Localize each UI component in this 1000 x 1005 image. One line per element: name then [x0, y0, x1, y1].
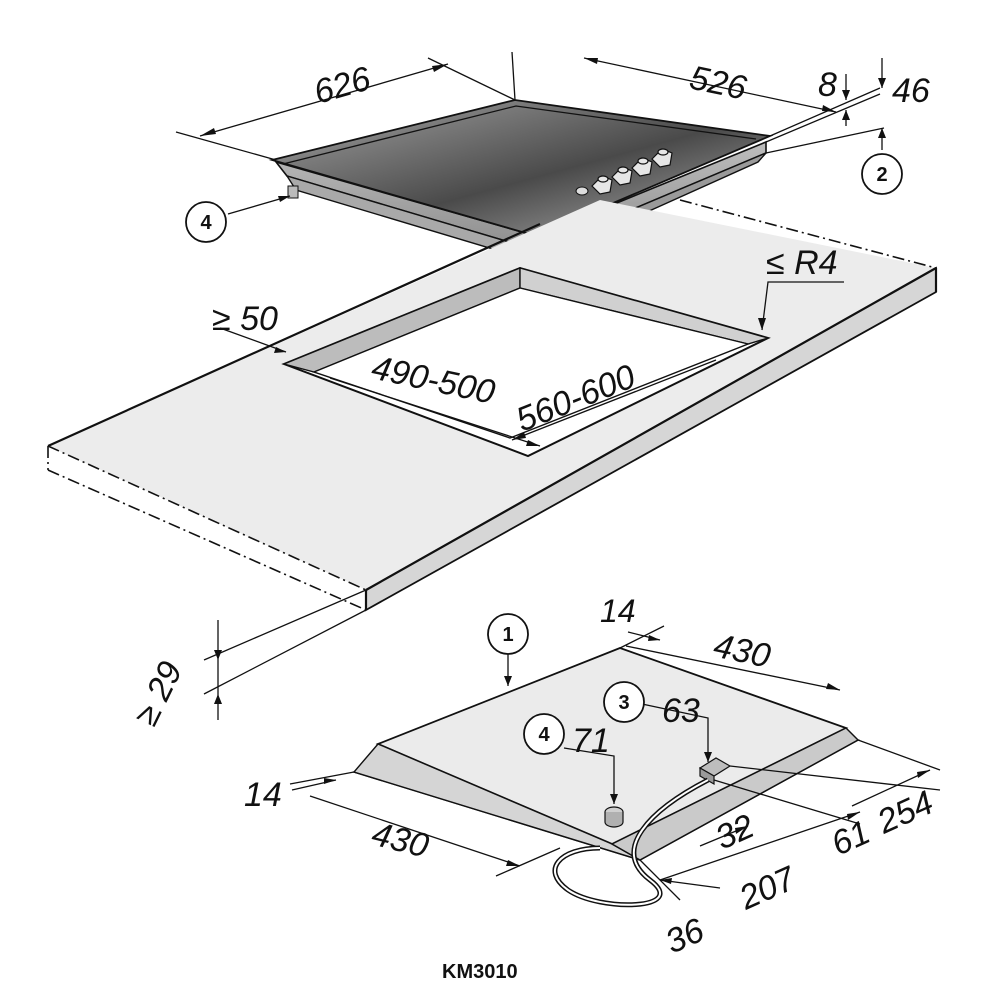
svg-text:4: 4: [538, 724, 550, 746]
worktop: [47, 199, 938, 612]
dim-min-edge-distance: ≥ 50: [212, 300, 278, 338]
dim-offset-front: 14: [244, 776, 282, 814]
dim-conn-3-distance: 63: [662, 692, 700, 730]
callout-1: 1: [487, 613, 529, 686]
dim-cutout-radius: ≤ R4: [766, 244, 838, 282]
control-knobs: [575, 148, 673, 196]
callout-2: 2: [861, 153, 903, 195]
dim-conn-4-distance: 71: [572, 722, 610, 760]
cutout-dimension-lines: [203, 281, 844, 720]
model-label: KM3010: [442, 961, 518, 983]
dim-glass-height: 8: [818, 66, 837, 104]
svg-text:2: 2: [876, 164, 887, 186]
hob-dimension-lines: [175, 51, 886, 215]
dim-front-36: 36: [660, 911, 710, 961]
callout-4-top: 4: [185, 201, 227, 243]
dim-offset-back: 14: [600, 593, 636, 629]
dim-overall-height: 46: [892, 72, 930, 110]
underside-dimension-lines: [289, 625, 941, 901]
dim-min-worktop-thickness: ≥ 29: [127, 656, 190, 732]
svg-text:1: 1: [502, 624, 513, 646]
dim-base-width-front: 430: [368, 815, 432, 866]
hob-underside-view: [351, 647, 860, 908]
callout-4-bottom: 4: [523, 713, 565, 755]
dim-right-207: 207: [733, 859, 802, 918]
dim-base-depth-back: 430: [710, 627, 773, 676]
svg-text:3: 3: [618, 692, 629, 714]
svg-text:4: 4: [200, 212, 212, 234]
dim-hob-depth: 526: [686, 59, 749, 108]
dim-hob-width: 626: [310, 60, 375, 112]
callout-3: 3: [603, 681, 645, 723]
